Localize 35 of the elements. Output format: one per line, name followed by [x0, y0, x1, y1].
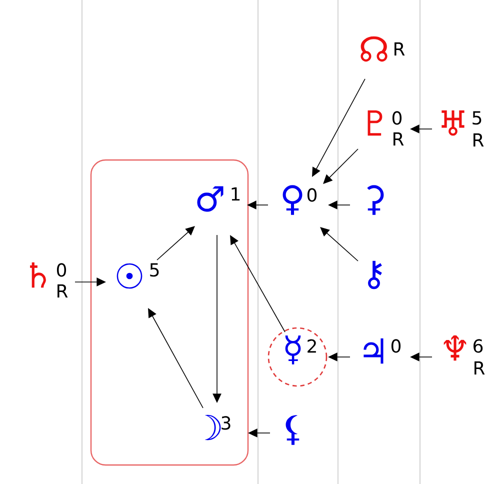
group-frame [90, 159, 249, 466]
arrow [312, 78, 366, 177]
number-label: 0 [391, 339, 401, 353]
planet-symbol: ♃ [364, 338, 384, 364]
planet-symbol: ♀ [282, 185, 302, 215]
retrograde-mark: R [474, 361, 485, 375]
number-label: 5 [472, 111, 482, 125]
planet-symbol: ♂ [197, 186, 224, 212]
number-label: 3 [222, 416, 230, 430]
number-label: 5 [150, 263, 159, 277]
planet-symbol: ⚸ [286, 415, 300, 445]
planet-symbol: ♄ [30, 262, 46, 288]
arrow [148, 308, 204, 408]
retrograde-mark: R [474, 133, 484, 147]
arrow [230, 235, 286, 332]
planet-symbol: ♅ [442, 110, 464, 136]
number-label: 6 [474, 339, 483, 353]
planet-symbol: ☽ [204, 414, 221, 440]
arrow [156, 226, 195, 260]
number-label: 0 [392, 111, 402, 125]
arrow [320, 227, 358, 262]
number-label: 0 [56, 263, 66, 277]
planet-symbol: ♇ [368, 110, 382, 136]
retrograde-mark: R [394, 42, 405, 56]
number-label: 1 [232, 187, 240, 201]
planet-symbol: ⚳ [367, 185, 384, 215]
arrow [323, 148, 358, 184]
planet-symbol: ☊ [360, 36, 388, 62]
number-label: 2 [308, 339, 316, 353]
retrograde-mark: R [394, 132, 404, 146]
planet-symbol: ☉ [116, 263, 142, 289]
retrograde-mark: R [58, 284, 68, 298]
number-label: 0 [307, 188, 317, 202]
planet-symbol: ⚷ [368, 260, 382, 290]
planet-symbol: ♆ [444, 335, 466, 361]
